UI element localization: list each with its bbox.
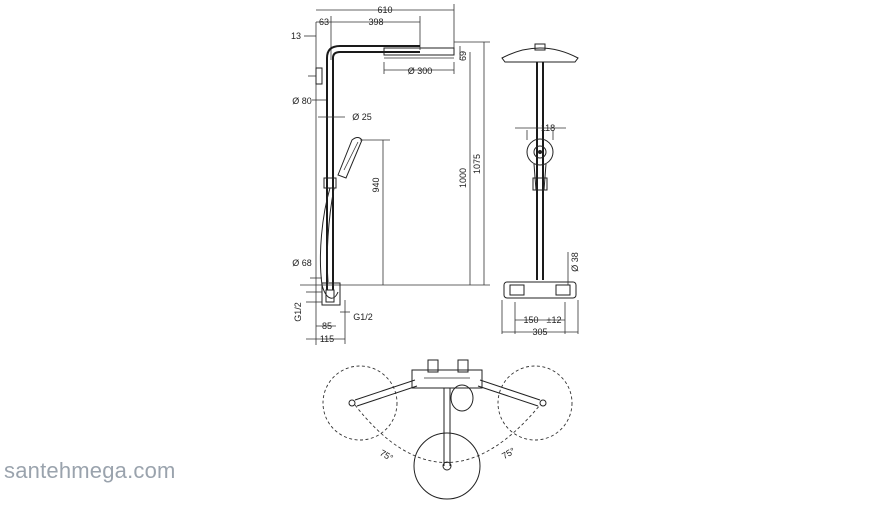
dim-label-115: 115 — [320, 334, 334, 344]
dim-label-inlet-right: G1/2 — [353, 312, 373, 322]
dim-label-13: 13 — [291, 31, 301, 41]
swivel-circle-right — [497, 365, 573, 441]
angle-label-right: 75° — [500, 445, 517, 461]
dim-label-1075: 1075 — [472, 154, 482, 174]
top-view: 75° 75° — [322, 359, 573, 500]
watermark: santehmega.com — [4, 458, 176, 483]
overhead-shower-head — [383, 47, 455, 56]
overhead-head-front — [501, 47, 579, 63]
mixer-body-side — [321, 282, 341, 306]
arm-left-bottom — [356, 385, 418, 407]
arm-right-top — [479, 379, 541, 401]
swivel-circle-left — [322, 365, 398, 441]
dim-label-inlet-left: G1/2 — [293, 302, 303, 322]
dim-label-tolerance: ±12 — [547, 315, 562, 325]
dim-label-head-height: 69 — [458, 51, 468, 61]
dim-label-1000: 1000 — [458, 168, 468, 188]
dim-label-610: 610 — [377, 5, 392, 15]
mixer-top — [411, 369, 483, 389]
wall-bracket — [315, 67, 323, 85]
dim-label-mixer-dia: Ø 68 — [292, 258, 312, 268]
hand-shower-top — [450, 384, 474, 412]
arm-left-top — [354, 379, 416, 401]
dim-label-63: 63 — [319, 17, 329, 27]
thermostat-mixer-front — [503, 281, 577, 299]
slide-holder — [323, 177, 337, 189]
dim-label-mixer-body-dia: Ø 38 — [570, 252, 580, 272]
dim-label-riser-dia: Ø 25 — [352, 112, 372, 122]
shower-hose — [319, 187, 339, 299]
arm-right-bottom — [477, 385, 539, 407]
dim-label-wall-bracket: Ø 80 — [292, 96, 312, 106]
shower-arm-top — [326, 45, 420, 59]
dim-label-85: 85 — [322, 321, 332, 331]
front-view: 118 Ø 38 150 ±12 305 — [501, 43, 580, 337]
dim-label-150: 150 — [523, 315, 538, 325]
angle-label-left: 75° — [378, 448, 395, 464]
dim-label-118: 118 — [541, 123, 555, 133]
hand-shower-front — [526, 138, 554, 166]
dim-label-305: 305 — [532, 327, 547, 337]
dim-label-940: 940 — [371, 177, 381, 192]
dim-label-head-dia: Ø 300 — [408, 66, 433, 76]
side-view: 610 398 63 13 Ø 80 Ø 300 69 Ø 25 — [291, 4, 490, 345]
shower-arm-bottom — [332, 51, 420, 59]
overhead-head-top — [413, 432, 481, 500]
dim-label-398: 398 — [368, 17, 383, 27]
